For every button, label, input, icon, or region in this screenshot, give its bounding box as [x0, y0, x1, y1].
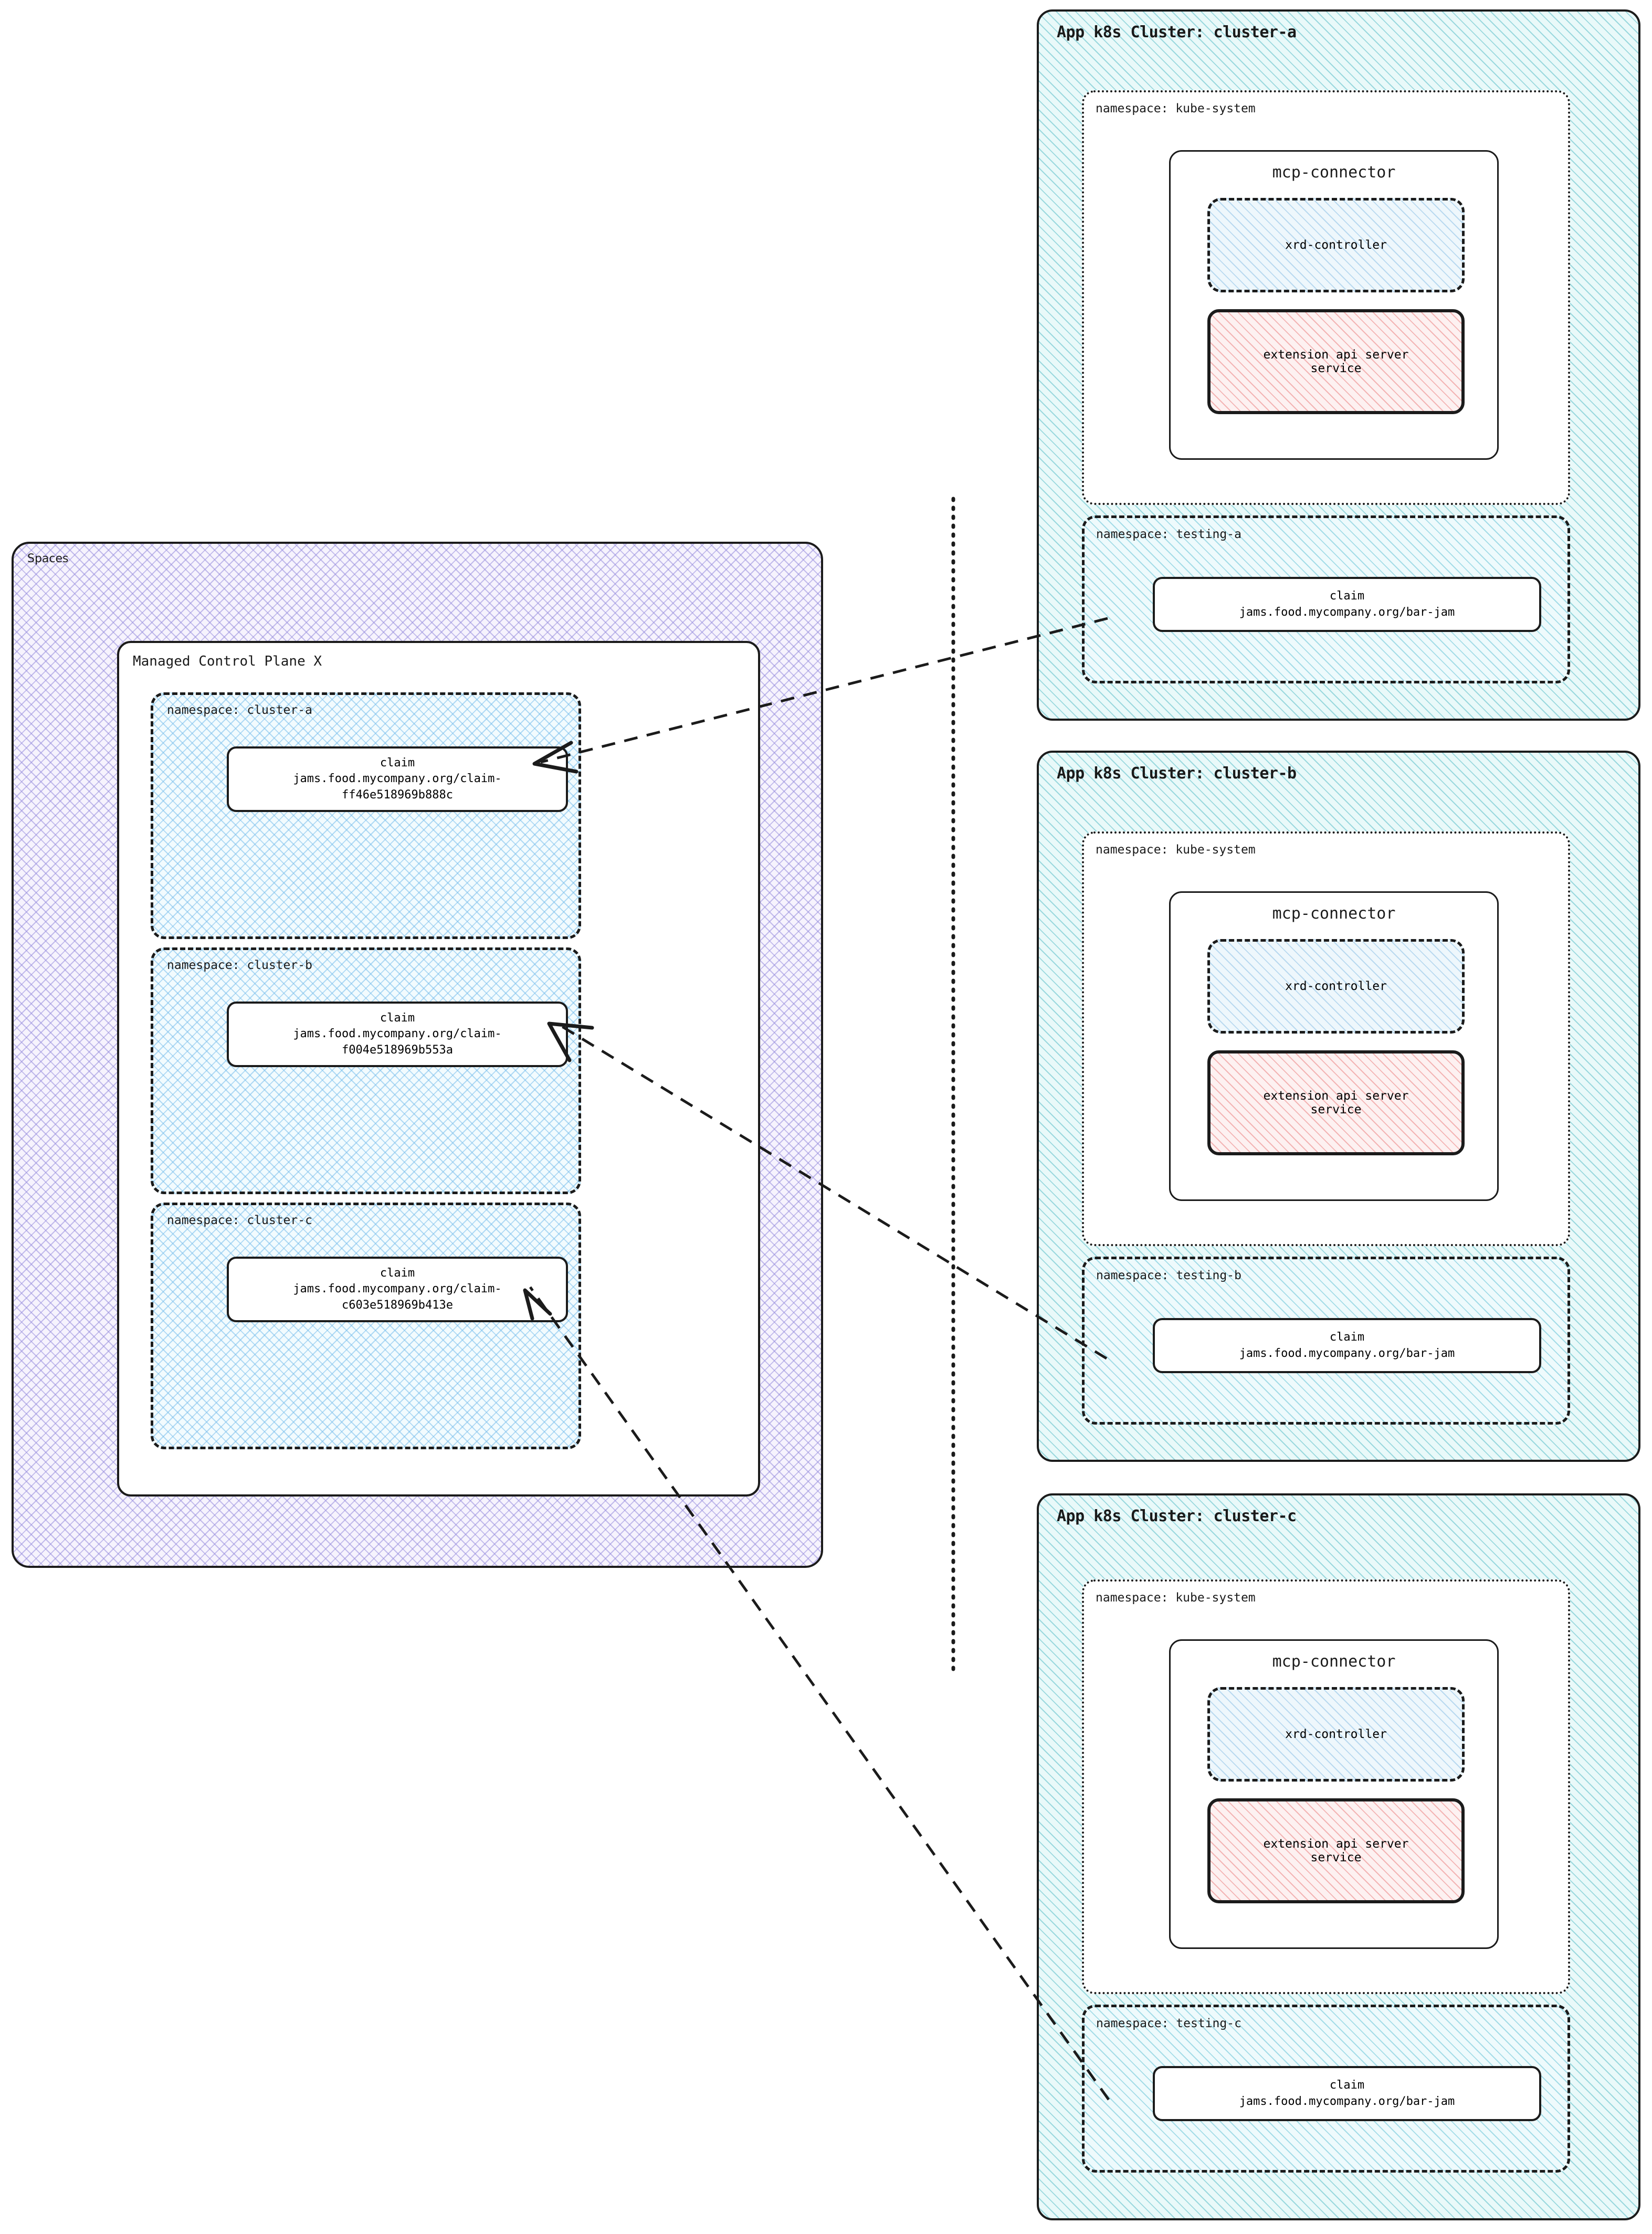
cluster-b-testing-label: namespace: testing-b	[1096, 1269, 1241, 1282]
cluster-b-namespace-kube-system: namespace: kube-system mcp-connector xrd…	[1082, 831, 1570, 1246]
claim-kind: claim	[380, 1011, 415, 1025]
cluster-b-connector-label: mcp-connector	[1272, 904, 1396, 923]
claim-cluster-a[interactable]: claim jams.food.mycompany.org/claim- ff4…	[227, 746, 568, 812]
claim-kind: claim	[1329, 589, 1365, 603]
cluster-c-testing-label: namespace: testing-c	[1096, 2017, 1241, 2030]
cluster-a-namespace-testing: namespace: testing-a claim jams.food.myc…	[1082, 515, 1570, 683]
namespace-cluster-b: namespace: cluster-b claim jams.food.myc…	[151, 947, 581, 1194]
cluster-c-namespace-kube-system: namespace: kube-system mcp-connector xrd…	[1082, 1579, 1570, 1994]
cluster-c-extension-api-line2: service	[1310, 1851, 1362, 1864]
cluster-a-extension-api-line1: extension api server	[1263, 348, 1409, 362]
claim-kind: claim	[380, 756, 415, 770]
cluster-b-extension-api-server: extension api server service	[1207, 1050, 1465, 1155]
cluster-c-connector-label: mcp-connector	[1272, 1652, 1396, 1671]
cluster-c-testing-claim[interactable]: claim jams.food.mycompany.org/bar-jam	[1153, 2066, 1541, 2121]
claim-cluster-b[interactable]: claim jams.food.mycompany.org/claim- f00…	[227, 1002, 568, 1067]
namespace-cluster-a-label: namespace: cluster-a	[167, 703, 312, 717]
claim-ref: jams.food.mycompany.org/bar-jam	[1239, 605, 1455, 619]
claim-ref: jams.food.mycompany.org/claim-	[293, 1027, 502, 1041]
claim-cluster-c[interactable]: claim jams.food.mycompany.org/claim- c60…	[227, 1257, 568, 1322]
claim-kind: claim	[1329, 2079, 1365, 2092]
cluster-a-testing-label: namespace: testing-a	[1096, 528, 1241, 541]
cluster-a-namespace-kube-system: namespace: kube-system mcp-connector xrd…	[1082, 90, 1570, 505]
spaces-label: Spaces	[27, 552, 69, 565]
cluster-b-xrd-controller-label: xrd-controller	[1285, 979, 1387, 993]
cluster-b-testing-claim[interactable]: claim jams.food.mycompany.org/bar-jam	[1153, 1318, 1541, 1373]
cluster-c-mcp-connector: mcp-connector xrd-controller extension a…	[1169, 1639, 1499, 1949]
spaces-container: Spaces Managed Control Plane X namespace…	[12, 542, 823, 1568]
cluster-b-title: App k8s Cluster: cluster-b	[1057, 764, 1297, 783]
namespace-cluster-c: namespace: cluster-c claim jams.food.myc…	[151, 1203, 581, 1449]
cluster-a-kube-system-label: namespace: kube-system	[1096, 102, 1256, 115]
claim-ref-suffix: f004e518969b553a	[342, 1043, 453, 1057]
app-cluster-b: App k8s Cluster: cluster-b namespace: ku…	[1037, 751, 1640, 1462]
app-cluster-a: App k8s Cluster: cluster-a namespace: ku…	[1037, 9, 1640, 721]
app-cluster-c: App k8s Cluster: cluster-c namespace: ku…	[1037, 1493, 1640, 2220]
cluster-b-extension-api-line2: service	[1310, 1103, 1362, 1116]
claim-ref: jams.food.mycompany.org/bar-jam	[1239, 1346, 1455, 1360]
claim-kind: claim	[1329, 1331, 1365, 1344]
cluster-c-namespace-testing: namespace: testing-c claim jams.food.myc…	[1082, 2005, 1570, 2173]
cluster-b-namespace-testing: namespace: testing-b claim jams.food.myc…	[1082, 1257, 1570, 1425]
cluster-a-extension-api-line2: service	[1310, 362, 1362, 375]
cluster-a-extension-api-server: extension api server service	[1207, 309, 1465, 414]
claim-ref: jams.food.mycompany.org/claim-	[293, 772, 502, 786]
namespace-cluster-a: namespace: cluster-a claim jams.food.myc…	[151, 692, 581, 939]
claim-kind: claim	[380, 1266, 415, 1280]
cluster-b-mcp-connector: mcp-connector xrd-controller extension a…	[1169, 891, 1499, 1201]
cluster-b-xrd-controller: xrd-controller	[1207, 939, 1465, 1034]
cluster-b-kube-system-label: namespace: kube-system	[1096, 843, 1256, 857]
cluster-a-connector-label: mcp-connector	[1272, 163, 1396, 182]
namespace-cluster-c-label: namespace: cluster-c	[167, 1214, 312, 1227]
cluster-a-xrd-controller-label: xrd-controller	[1285, 238, 1387, 252]
cluster-c-xrd-controller: xrd-controller	[1207, 1687, 1465, 1782]
claim-ref: jams.food.mycompany.org/bar-jam	[1239, 2094, 1455, 2108]
cluster-a-title: App k8s Cluster: cluster-a	[1057, 23, 1297, 41]
cluster-a-xrd-controller: xrd-controller	[1207, 198, 1465, 292]
claim-ref-suffix: ff46e518969b888c	[342, 788, 453, 802]
cluster-c-xrd-controller-label: xrd-controller	[1285, 1727, 1387, 1741]
cluster-c-title: App k8s Cluster: cluster-c	[1057, 1507, 1297, 1525]
cluster-b-extension-api-line1: extension api server	[1263, 1089, 1409, 1103]
control-plane-label: Managed Control Plane X	[133, 654, 322, 669]
cluster-c-extension-api-line1: extension api server	[1263, 1837, 1409, 1851]
cluster-c-extension-api-server: extension api server service	[1207, 1798, 1465, 1903]
claim-ref-suffix: c603e518969b413e	[342, 1298, 453, 1312]
managed-control-plane: Managed Control Plane X namespace: clust…	[117, 641, 760, 1497]
cluster-a-testing-claim[interactable]: claim jams.food.mycompany.org/bar-jam	[1153, 577, 1541, 632]
cluster-c-kube-system-label: namespace: kube-system	[1096, 1591, 1256, 1605]
cluster-a-mcp-connector: mcp-connector xrd-controller extension a…	[1169, 150, 1499, 460]
claim-ref: jams.food.mycompany.org/claim-	[293, 1282, 502, 1296]
namespace-cluster-b-label: namespace: cluster-b	[167, 958, 312, 972]
